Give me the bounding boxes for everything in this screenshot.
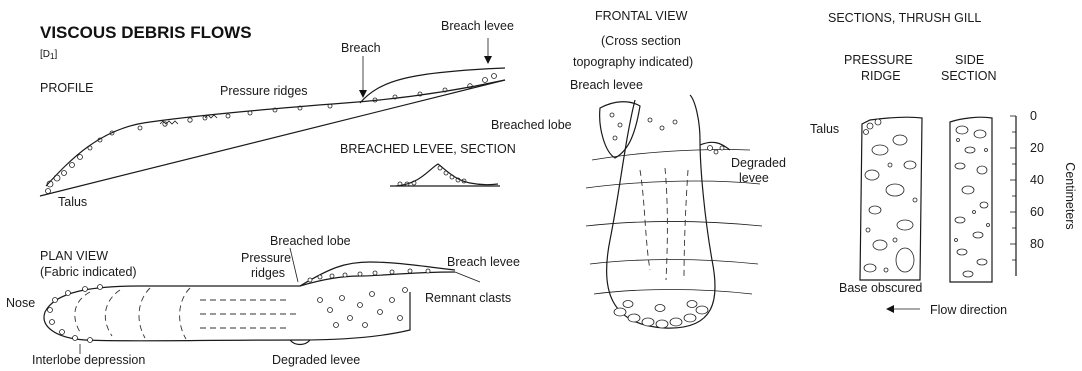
frontal-degraded-1: Degraded [731,156,786,170]
degraded-levee-outline [290,340,310,345]
frontal-fabric [640,168,688,280]
fabric-lines [75,288,190,339]
frontal-breach-levee: Breach levee [570,78,643,92]
breach-levee-arrowhead [484,56,492,64]
cross-line-1 [592,149,750,160]
tick-label-40: 40 [1030,173,1044,187]
tick-label-60: 60 [1030,205,1044,219]
breached-lobe-outline [300,262,455,286]
breach-levee-outline [300,272,455,286]
plan-interlobe-depression: Interlobe depression [32,353,145,367]
sections-flow-direction: Flow direction [930,303,1007,317]
sections-base-obscured: Base obscured [839,281,922,295]
plan-outline [44,286,410,341]
tick-label-0: 0 [1030,109,1037,123]
pressure-ridge-clasts [864,119,918,272]
plan-heading-1: PLAN VIEW [40,249,108,263]
tick-label-20: 20 [1030,141,1044,155]
side-section-column [950,117,992,282]
plan-breached-lobe: Breached lobe [270,234,351,248]
profile-heading: PROFILE [40,81,94,95]
sections-side-2: SECTION [941,69,997,83]
sections-talus: Talus [810,122,839,136]
sections-pressure-2: RIDGE [861,69,901,83]
plan-view-panel: PLAN VIEW (Fabric indicated) Pressure ri… [6,234,520,367]
plan-heading-2: (Fabric indicated) [40,265,137,279]
tick-label-80: 80 [1030,237,1044,251]
sections-side-1: SIDE [955,53,984,67]
frontal-breached-lobe-outline [600,102,640,158]
sections-heading: SECTIONS, THRUSH GILL [828,11,981,25]
figure-tag: [D1] [40,49,57,61]
plan-degraded-levee: Degraded levee [272,353,360,367]
profile-panel: PROFILE Breach Breach levee Pressure rid… [40,19,516,209]
plan-breach-levee: Breach levee [447,255,520,269]
plan-rim-clasts [48,269,431,343]
remnant-clasts [318,288,408,328]
figure-title: VISCOUS DEBRIS FLOWS [40,23,252,42]
frontal-heading-3: topography indicated) [573,55,693,69]
flow-direction-arrowhead [886,305,894,313]
frontal-heading-2: (Cross section [601,34,681,48]
cross-line-5 [594,290,752,295]
depth-axis-label: Centimeters [1063,162,1077,229]
frontal-breached-lobe: Breached lobe [491,118,572,132]
plan-remnant-clasts: Remnant clasts [425,291,511,305]
plan-pressure-1: Pressure [241,251,291,265]
cross-line-4 [590,260,758,265]
plan-nose: Nose [6,296,35,310]
cross-line-2 [586,181,760,188]
breach-levee-label: Breach levee [441,19,514,33]
plan-pressure-2: ridges [251,266,285,280]
breached-lobe-pointer [290,248,298,282]
talus-label: Talus [58,195,87,209]
frontal-heading-1: FRONTAL VIEW [595,9,688,23]
frontal-view-panel: FRONTAL VIEW (Cross section topography i… [491,9,786,328]
pressure-ridges-label: Pressure ridges [220,84,308,98]
breached-levee-section-label: BREACHED LEVEE, SECTION [340,142,516,156]
sections-pressure-1: PRESSURE [844,53,913,67]
breach-levee-pointer [455,272,480,282]
side-section-clasts [955,126,990,277]
fabric-streaks [200,300,300,328]
breach-label: Breach [341,41,381,55]
sections-panel: SECTIONS, THRUSH GILL PRESSURE RIDGE SID… [810,11,1077,317]
frontal-degraded-outline [700,142,730,150]
